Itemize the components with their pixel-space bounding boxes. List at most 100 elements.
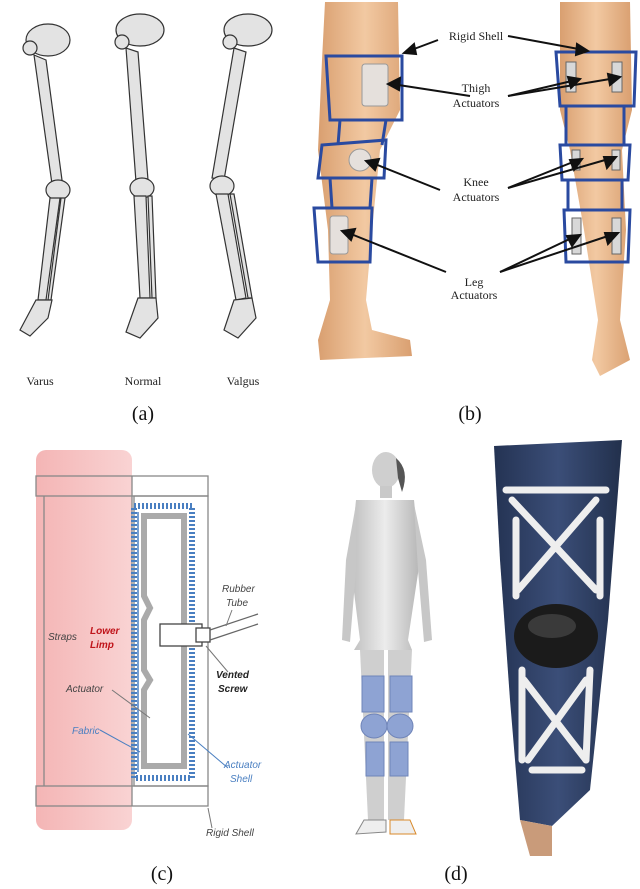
knee-arrow-left [369,161,441,191]
thigh-arrowhead-right-a [566,75,583,90]
fabric-label: Fabric [72,726,100,737]
mannequin-hair [396,458,405,492]
knee-pad-highlight [528,614,576,638]
thigh-arrow-left [391,83,471,97]
knee-label: Knee [463,175,488,189]
normal-tibia [133,195,151,299]
panel-b-pointer-arrows [339,35,623,273]
valgus-label: Valgus [227,374,260,388]
normal-knee [129,177,155,199]
frame-lower-cross [520,676,590,764]
side-thigh-actuator [361,63,389,107]
rigid-shell-label: Rigid Shell [449,29,504,43]
caption-b: (b) [458,403,481,425]
panel-c-leader-lines [99,609,233,829]
screw-head [195,627,211,643]
frame-upper-cross [508,496,600,594]
varus-knee [45,179,71,201]
lower-label: Lower [90,626,121,637]
leg-arrowhead-left [339,227,357,242]
fabric-leader [99,729,141,753]
brace-left-thigh [361,675,385,713]
caption-a: (a) [132,403,154,425]
side-connector-lower [328,177,374,209]
limp-label: Limp [90,640,114,651]
brace-right-shin [389,741,409,777]
side-knee-shell [316,138,388,180]
normal-label: Normal [125,374,162,388]
normal-femur [125,47,149,183]
varus-label: Varus [26,374,54,388]
brace-right-knee [386,713,414,739]
side-view-leg [312,2,412,360]
mannequin-right-arm [414,504,432,642]
top-strap [35,475,209,497]
brace-photo [494,440,622,856]
actuator-leader [111,689,151,719]
valgus-leg-skeleton [209,13,273,339]
side-thigh-shell [324,54,404,122]
front-knee-shell [558,143,632,182]
panel-d: (d) [342,440,622,885]
panel-c: Rubber Tube Straps Lower Limp Vented Scr… [35,450,262,885]
panel-b: Rigid Shell Thigh Actuators Knee Actuato… [312,2,638,425]
vented-label: Vented [216,670,250,681]
tube-label: Tube [226,598,248,609]
leg-arrowhead-right-b [603,232,621,247]
front-leg-shell [562,208,632,264]
leg-actuators-label: Actuators [451,288,498,302]
ankle-skin [520,820,552,856]
brace-right-thigh [389,675,413,713]
actuator-shell-label-2: Shell [230,774,253,785]
caption-d: (d) [444,863,467,885]
rubber-tube [209,613,259,641]
mannequin-torso [350,500,420,650]
side-leg-shell [312,206,374,264]
screw-label: Screw [218,684,249,695]
rigid-shell-leader [207,807,213,829]
mannequin-neck [380,486,392,498]
valgus-tibia [215,193,247,301]
valgus-femur [211,47,247,181]
vented-screw-leader [205,645,229,673]
varus-foot [19,299,53,337]
brace-left-shin [365,741,385,777]
knee-arrowhead-left [363,157,381,172]
valgus-foot [223,297,257,339]
frame-lower-rails [518,666,594,764]
normal-femoral-head [114,34,130,50]
mannequin-left-shoe [355,819,387,835]
leg-arrow-left [345,231,447,273]
knee-arrow-right-b [507,157,613,189]
brace-left-knee [360,713,388,739]
caption-c: (c) [151,863,173,885]
rubber-label: Rubber [222,584,255,595]
valgus-knee [209,175,235,197]
knee-actuators-label: Actuators [453,190,500,204]
varus-femur [33,54,63,185]
thigh-label: Thigh [462,81,491,95]
knee-arrow-right-a [507,159,579,189]
rigid-shell-c-label: Rigid Shell [206,828,255,839]
knee-arrowhead-right-a [568,157,585,173]
thigh-arrowhead-right-b [606,72,623,87]
rigid-shell-arrowhead-right [574,42,591,57]
front-view-leg [554,2,638,376]
mannequin-head [372,452,400,488]
varus-leg-skeleton [19,23,71,337]
thigh-actuators-label: Actuators [453,96,500,110]
leg-arrow-right-b [499,233,615,273]
mannequin-left-arm [342,504,356,642]
straps-label: Straps [48,632,77,643]
knee-arrowhead-right-b [602,156,619,171]
normal-foot [125,297,159,339]
panel-a: Varus Normal Valgus (a) [19,13,273,425]
mannequin-right-shoe [389,819,417,835]
front-leg-skin [560,2,632,376]
actuator-label: Actuator [65,684,104,695]
leg-label: Leg [465,275,484,289]
leg-arrow-right-a [499,235,577,273]
thigh-arrow-right-b [507,77,617,97]
lower-limb-region [36,450,132,830]
